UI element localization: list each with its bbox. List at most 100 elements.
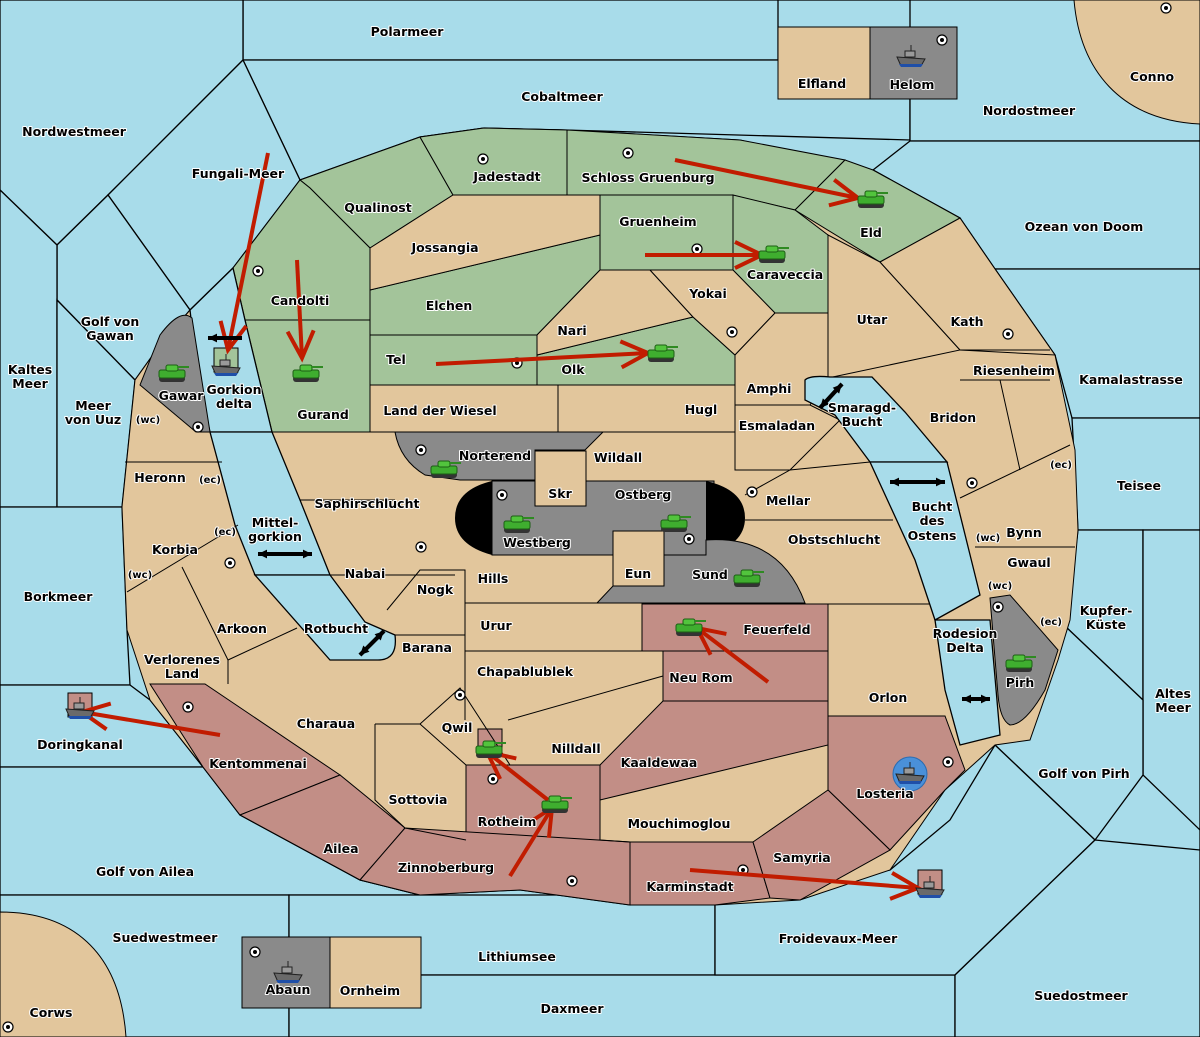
supply-center-icon — [192, 421, 204, 433]
sea-altes-meer[interactable] — [1142, 529, 1200, 831]
ship-icon[interactable] — [896, 45, 926, 67]
land-conno[interactable] — [1073, 0, 1200, 125]
tank-icon[interactable] — [1005, 654, 1036, 672]
land-jossangia[interactable] — [369, 194, 601, 291]
tank-icon[interactable] — [430, 460, 461, 478]
impassable-east — [706, 481, 745, 555]
label-ozean: Ozean von Doom — [1025, 219, 1144, 234]
label-riesenheim: Riesenheim — [973, 363, 1055, 378]
ship-icon[interactable] — [211, 354, 241, 376]
tank-icon[interactable] — [503, 515, 534, 533]
label-neurom: Neu Rom — [669, 670, 732, 685]
label-kamala: Kamalastrasse — [1079, 372, 1183, 387]
impassable-west — [455, 481, 492, 555]
supply-center-icon — [224, 557, 236, 569]
sea-borkmeer[interactable] — [0, 506, 131, 686]
label-arkoon: Arkoon — [217, 621, 267, 636]
coast-gwaul-wc: (wc) — [988, 581, 1012, 592]
tank-icon[interactable] — [158, 364, 189, 382]
coast-gawar-wc: (wc) — [136, 415, 160, 426]
label-orlon: Orlon — [869, 690, 908, 705]
label-bridon: Bridon — [930, 410, 976, 425]
supply-center-icon — [415, 444, 427, 456]
sea-froidevaux[interactable] — [714, 743, 1096, 976]
label-heronn: Heronn — [134, 470, 186, 485]
label-losteria: Losteria — [856, 786, 913, 801]
land-karminstadt[interactable] — [629, 841, 771, 906]
order-arrow — [285, 259, 316, 363]
label-rotheim: Rotheim — [478, 814, 537, 829]
sea-teisee[interactable] — [1071, 417, 1200, 531]
label-daxmeer: Daxmeer — [540, 1001, 604, 1016]
supply-center-icon — [622, 147, 634, 159]
label-gorkion-2: delta — [216, 396, 252, 411]
label-gwaul: Gwaul — [1007, 555, 1050, 570]
land-skr[interactable] — [534, 450, 587, 507]
label-urur: Urur — [480, 618, 512, 633]
label-teisee: Teisee — [1117, 478, 1161, 493]
label-elchen: Elchen — [426, 298, 473, 313]
supply-center-icon — [691, 243, 703, 255]
coast-korbia-ec: (ec) — [214, 527, 236, 538]
tank-icon[interactable] — [660, 514, 691, 532]
supply-center-icon — [252, 265, 264, 277]
sea-polarmeer[interactable] — [242, 0, 779, 61]
label-kupfer-2: Küste — [1086, 617, 1126, 632]
tank-icon[interactable] — [857, 190, 888, 208]
label-charaua: Charaua — [297, 716, 355, 731]
ship-icon[interactable] — [915, 876, 945, 898]
label-helom: Helom — [890, 77, 935, 92]
label-korbia: Korbia — [152, 542, 198, 557]
label-suedostmeer: Suedostmeer — [1034, 988, 1128, 1003]
tank-icon[interactable] — [675, 618, 706, 636]
sea-rodesion-delta[interactable] — [934, 619, 1001, 746]
land-sund[interactable] — [595, 539, 806, 604]
label-abaun: Abaun — [266, 982, 311, 997]
supply-center-icon — [992, 601, 1004, 613]
label-skr: Skr — [548, 486, 572, 501]
label-kaaldewaa: Kaaldewaa — [621, 755, 698, 770]
label-jadestadt: Jadestadt — [472, 169, 540, 184]
label-qwil: Qwil — [442, 720, 473, 735]
land-kath[interactable] — [879, 217, 1056, 356]
land-eun[interactable] — [612, 530, 665, 587]
tank-icon[interactable] — [647, 344, 678, 362]
land-esmaladan[interactable] — [734, 404, 841, 471]
tank-icon[interactable] — [733, 569, 764, 587]
land-gruenheim[interactable] — [599, 194, 734, 271]
ship-icon[interactable] — [65, 697, 95, 719]
sea-kaltes-meer[interactable] — [0, 189, 58, 508]
tank-icon[interactable] — [475, 740, 506, 758]
label-smaragd-1: Smaragd- — [828, 400, 896, 415]
land-elfland[interactable] — [777, 26, 871, 100]
label-polarmeer: Polarmeer — [371, 24, 445, 39]
label-golf-gawan-2: Gawan — [86, 328, 134, 343]
sea-smaragd-bucht[interactable] — [804, 375, 949, 463]
label-gurand: Gurand — [297, 407, 349, 422]
land-samyria[interactable] — [752, 789, 891, 901]
coast-gwaul-ec: (ec) — [1040, 617, 1062, 628]
label-jossangia: Jossangia — [410, 240, 478, 255]
ship-icon[interactable] — [892, 756, 928, 792]
label-obst: Obstschlucht — [788, 532, 880, 547]
label-nogk: Nogk — [417, 582, 454, 597]
label-uuz-1: Meer — [75, 398, 111, 413]
supply-center-icon — [746, 486, 758, 498]
supply-centers — [2, 2, 1172, 1033]
sea-suedostmeer[interactable] — [954, 839, 1200, 1037]
label-uuz-2: von Uuz — [65, 412, 121, 427]
label-conno: Conno — [1130, 69, 1175, 84]
sea-rotbucht[interactable] — [253, 574, 397, 661]
tank-icon[interactable] — [758, 245, 789, 263]
sea-bucht-des-ostens[interactable] — [868, 461, 981, 621]
tank-icon[interactable] — [292, 364, 323, 382]
label-golf-gawan-1: Golf von — [81, 314, 140, 329]
land-ornheim[interactable] — [329, 936, 422, 1009]
label-kupfer-1: Kupfer- — [1080, 603, 1133, 618]
tank-icon[interactable] — [541, 795, 572, 813]
ship-icon[interactable] — [273, 961, 303, 983]
land-corws[interactable] — [0, 911, 127, 1037]
label-lithiumsee: Lithiumsee — [478, 949, 556, 964]
label-yokai: Yokai — [688, 286, 727, 301]
